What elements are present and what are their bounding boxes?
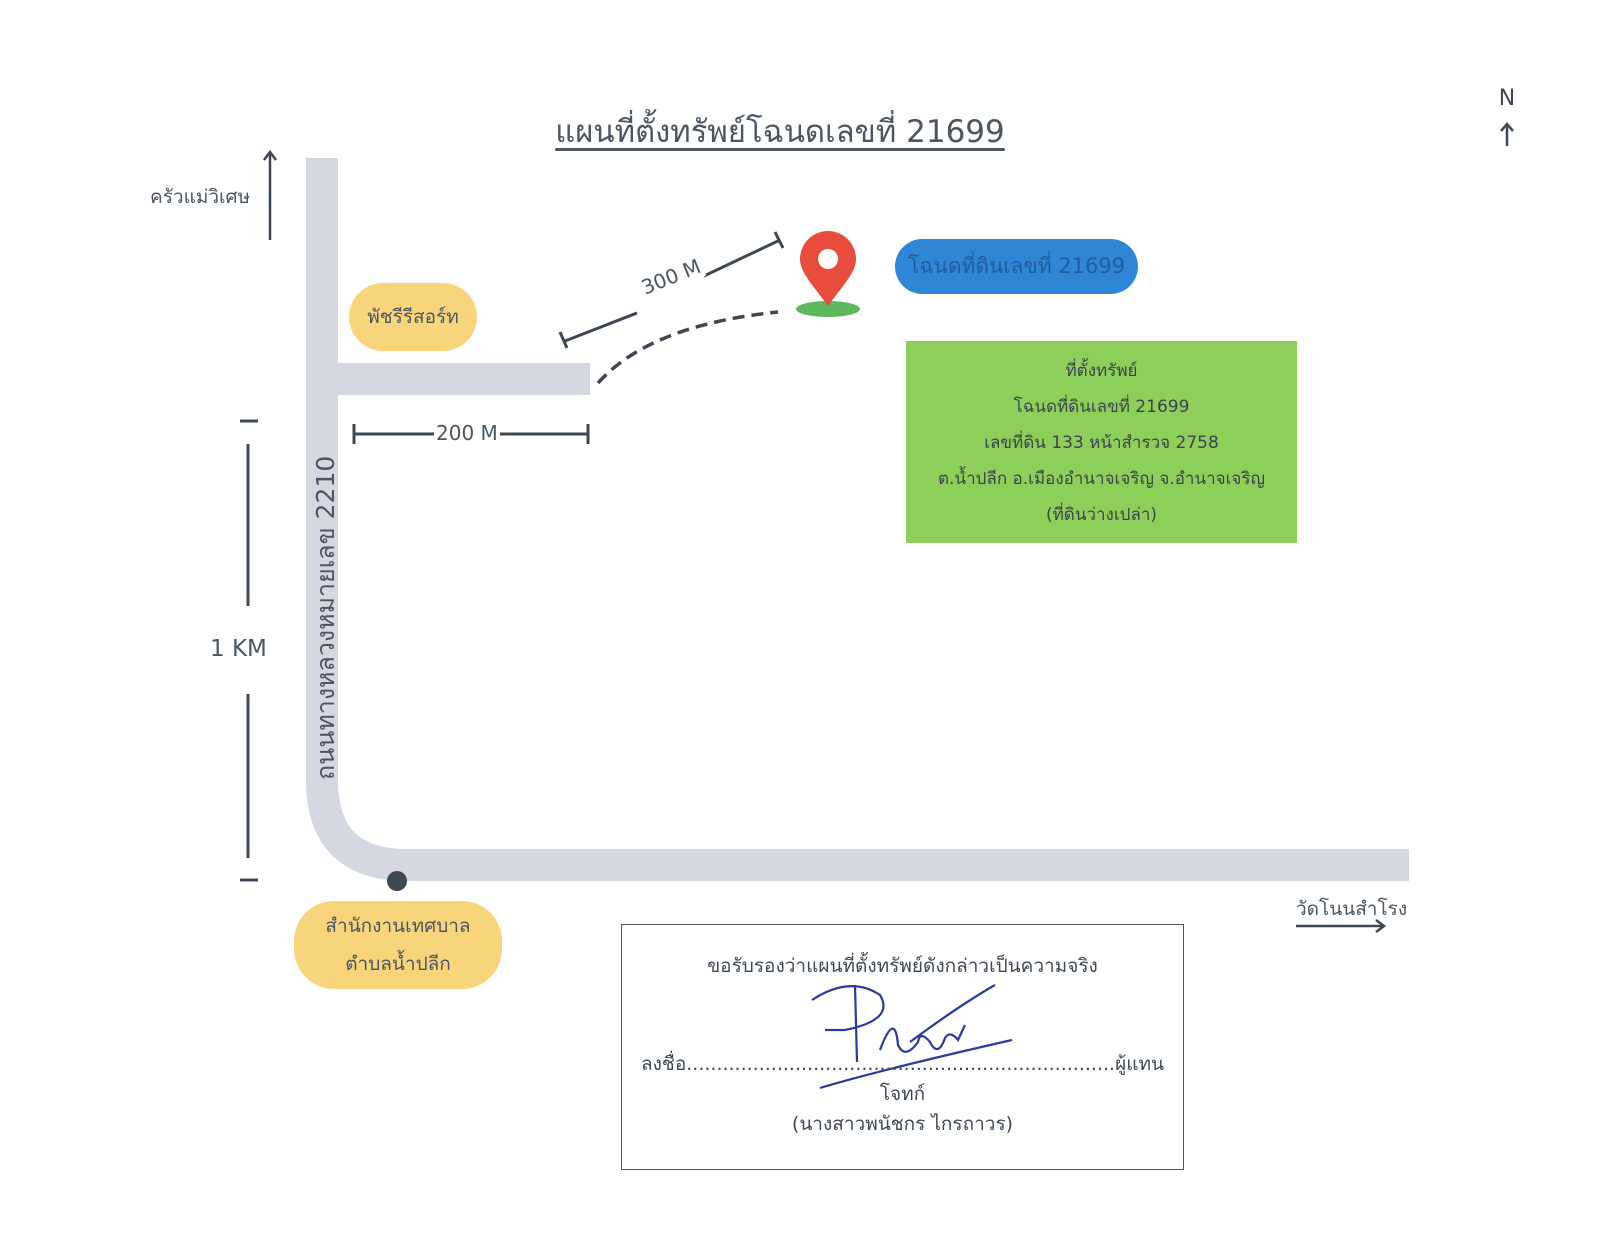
signer-name: (นางสาวพนัชกร ไกรถาวร) bbox=[791, 1113, 1014, 1135]
up-direction-arrow-icon bbox=[263, 149, 277, 240]
branch-road bbox=[322, 363, 590, 395]
signature bbox=[811, 984, 1013, 1090]
plot-info-location: ต.น้ำปลีก อ.เมืองอำนาจเจริญ จ.อำนาจเจริญ bbox=[938, 469, 1265, 489]
plot-info-status: (ที่ดินว่างเปล่า) bbox=[1045, 505, 1158, 525]
location-pin-icon bbox=[796, 231, 860, 317]
signature-line-prefix: ลงชื่อ..................................… bbox=[641, 1053, 1116, 1075]
right-direction-arrow-icon bbox=[1296, 919, 1387, 933]
plot-info-heading: ที่ตั้งทรัพย์ bbox=[1065, 361, 1138, 381]
certification-statement: ขอรับรองว่าแผนที่ตั้งทรัพย์ดังกล่าวเป็นค… bbox=[707, 955, 1098, 977]
measure-300m bbox=[558, 231, 785, 349]
page-title: แผนที่ตั้งทรัพย์โฉนดเลขที่ 21699 bbox=[555, 114, 1005, 150]
main-road bbox=[306, 158, 1409, 881]
route-to-plot bbox=[596, 310, 779, 385]
office-label: สำนักงานเทศบาล ตำบลน้ำปลีก bbox=[294, 901, 502, 989]
plot-info-box: ที่ตั้งทรัพย์ โฉนดที่ดินเลขที่ 21699 เลข… bbox=[906, 341, 1297, 543]
plot-tag: โฉนดที่ดินเลขที่ 21699 bbox=[895, 239, 1138, 294]
top-direction-label: ครัวแม่วิเศษ bbox=[150, 186, 251, 208]
certification-box: ขอรับรองว่าแผนที่ตั้งทรัพย์ดังกล่าวเป็นค… bbox=[621, 924, 1184, 1170]
plot-info-land: เลขที่ดิน 133 หน้าสำรวจ 2758 bbox=[984, 433, 1219, 453]
office-label-line1: สำนักงานเทศบาล bbox=[325, 915, 471, 937]
office-dot-icon bbox=[387, 871, 407, 891]
measure-1km bbox=[240, 419, 258, 882]
right-direction-label: วัดโนนสำโรง bbox=[1296, 898, 1408, 920]
office-label-line2: ตำบลน้ำปลีก bbox=[345, 953, 451, 975]
north-label: N bbox=[1498, 86, 1516, 111]
north-arrow-icon bbox=[1500, 122, 1514, 146]
plot-info-deed: โฉนดที่ดินเลขที่ 21699 bbox=[1013, 397, 1190, 417]
resort-label: พัชรีรีสอร์ท bbox=[349, 283, 477, 351]
road-name-label: ถนนทางหลวงหมายเลข 2210 bbox=[311, 455, 340, 780]
distance-200m-label: 200 M bbox=[434, 421, 500, 445]
distance-1km-label: 1 KM bbox=[208, 636, 269, 662]
signature-line: ลงชื่อ..................................… bbox=[622, 1049, 1183, 1109]
signature-line-suffix: ผู้แทนโจทก์ bbox=[879, 1053, 1164, 1105]
